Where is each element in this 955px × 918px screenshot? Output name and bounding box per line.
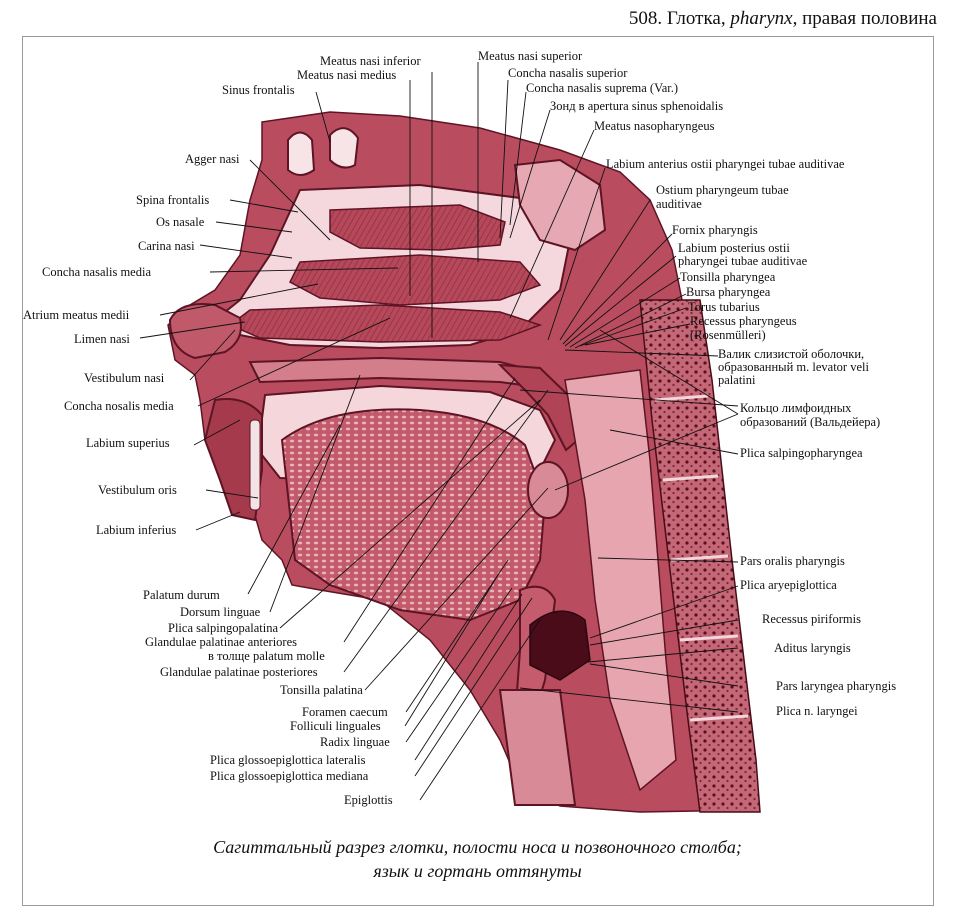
label-meatus-nasopharyngeus: Meatus nasopharyngeus (594, 119, 715, 133)
pharynx-lumen (564, 369, 677, 792)
label-concha-nasalis-superior: Concha nasalis superior (508, 66, 628, 80)
label-concha-nosalis-media: Concha nosalis media (64, 399, 174, 413)
label-palatum-durum: Palatum durum (143, 588, 220, 602)
tongue (280, 408, 547, 622)
leader-lines (139, 62, 739, 801)
label-concha-nasalis-media: Concha nasalis media (42, 265, 151, 279)
label-labium-superius: Labium superius (86, 436, 170, 450)
label-plica-salpingopalatina: Plica salpingopalatina (168, 621, 279, 635)
label-limen-nasi: Limen nasi (74, 332, 130, 346)
label-concha-nasalis-suprema: Concha nasalis suprema (Var.) (526, 81, 679, 95)
label-bursa-pharyngea: Bursa pharyngea (686, 285, 771, 299)
frontal-sinus (287, 131, 316, 176)
label-vestibulum-nasi: Vestibulum nasi (84, 371, 165, 385)
palatine-tonsil (527, 461, 569, 519)
title-latin: pharynx (730, 8, 793, 29)
label-meatus-nasi-medius: Meatus nasi medius (297, 68, 397, 82)
label-fornix-pharyngis: Fornix pharyngis (672, 223, 758, 237)
label-folliculi-linguales: Folliculi linguales (290, 719, 381, 733)
label-atrium-meatus-medii: Atrium meatus medii (23, 308, 130, 322)
concha-media (289, 254, 542, 306)
figure-number: 508. Глотка, (628, 8, 731, 29)
vertebral-column (639, 299, 761, 813)
label-glandulae-anteriores-line1: Glandulae palatinae anteriores (145, 635, 298, 649)
label-radix-linguae: Radix linguae (320, 735, 390, 749)
label-valik-line1: Валик слизистой оболочки, (718, 347, 865, 361)
laryngeal-aditus (529, 610, 591, 681)
label-plica-salpingopharyngea: Plica salpingopharyngea (740, 446, 863, 460)
label-labium-posterius-line2: pharyngei tubae auditivae (678, 254, 808, 268)
label-pars-laryngea: Pars laryngea pharyngis (776, 679, 897, 693)
label-sinus-frontalis: Sinus frontalis (222, 83, 295, 97)
label-agger-nasi: Agger nasi (185, 152, 240, 166)
soft-palate (497, 363, 580, 452)
label-ostium-line2: auditivae (656, 197, 702, 211)
label-meatus-nasi-inferior: Meatus nasi inferior (320, 54, 421, 68)
label-kolco-line2: образований (Вальдейера) (740, 415, 881, 429)
teeth (249, 419, 261, 511)
label-recessus-line2: (Rosenmülleri) (690, 328, 766, 342)
label-kolco-line1: Кольцо лимфоидных (740, 401, 852, 415)
caption-line2: язык и гортань оттянуты (373, 861, 582, 881)
label-vestibulum-oris: Vestibulum oris (98, 483, 177, 497)
label-glandulae-posteriores: Glandulae palatinae posteriores (160, 665, 318, 679)
label-recessus-piriformis: Recessus piriformis (762, 612, 861, 626)
label-meatus-nasi-superior: Meatus nasi superior (478, 49, 583, 63)
label-labium-inferius: Labium inferius (96, 523, 177, 537)
label-os-nasale: Os nasale (156, 215, 205, 229)
caption-line1: Сагиттальный разрез глотки, полости носа… (213, 837, 742, 857)
intervertebral-discs (654, 394, 749, 722)
label-torus-tubarius: Torus tubarius (688, 300, 760, 314)
label-epiglottis: Epiglottis (344, 793, 393, 807)
concha-superior (329, 204, 506, 251)
label-zond: Зонд в apertura sinus sphenoidalis (550, 99, 724, 113)
lips (203, 398, 263, 522)
label-labium-anterius: Labium anterius ostii pharyngei tubae au… (606, 157, 845, 171)
label-plica-aryepiglottica: Plica aryepiglottica (740, 578, 837, 592)
label-valik-line3: palatini (718, 373, 756, 387)
page-title: 508. Глотка, pharynx, правая половина (629, 8, 937, 30)
label-recessus-line1: Recessus pharyngeus (690, 314, 797, 328)
label-tonsilla-pharyngea: Tonsilla pharyngea (680, 270, 776, 284)
label-ostium-line1: Ostium pharyngeum tubae (656, 183, 789, 197)
label-labium-posterius-line1: Labium posterius ostii (678, 241, 790, 255)
label-dorsum-linguae: Dorsum linguae (180, 605, 261, 619)
label-glandulae-anteriores-line2: в толще palatum molle (208, 649, 325, 663)
title-rest: , правая половина (792, 8, 937, 29)
label-carina-nasi: Carina nasi (138, 239, 195, 253)
label-tonsilla-palatina: Tonsilla palatina (280, 683, 363, 697)
label-foramen-caecum: Foramen caecum (302, 705, 388, 719)
label-plica-glossoepiglottica-lateralis: Plica glossoepiglottica lateralis (210, 753, 366, 767)
external-nose (168, 303, 242, 360)
label-pars-oralis: Pars oralis pharyngis (740, 554, 845, 568)
label-aditus-laryngis: Aditus laryngis (774, 641, 851, 655)
label-plica-n-laryngei: Plica n. laryngei (776, 704, 858, 718)
figure-frame (22, 36, 934, 906)
label-plica-glossoepiglottica-mediana: Plica glossoepiglottica mediana (210, 769, 369, 783)
label-valik-line2: образованный m. levator veli (718, 360, 869, 374)
label-spina-frontalis: Spina frontalis (136, 193, 210, 207)
